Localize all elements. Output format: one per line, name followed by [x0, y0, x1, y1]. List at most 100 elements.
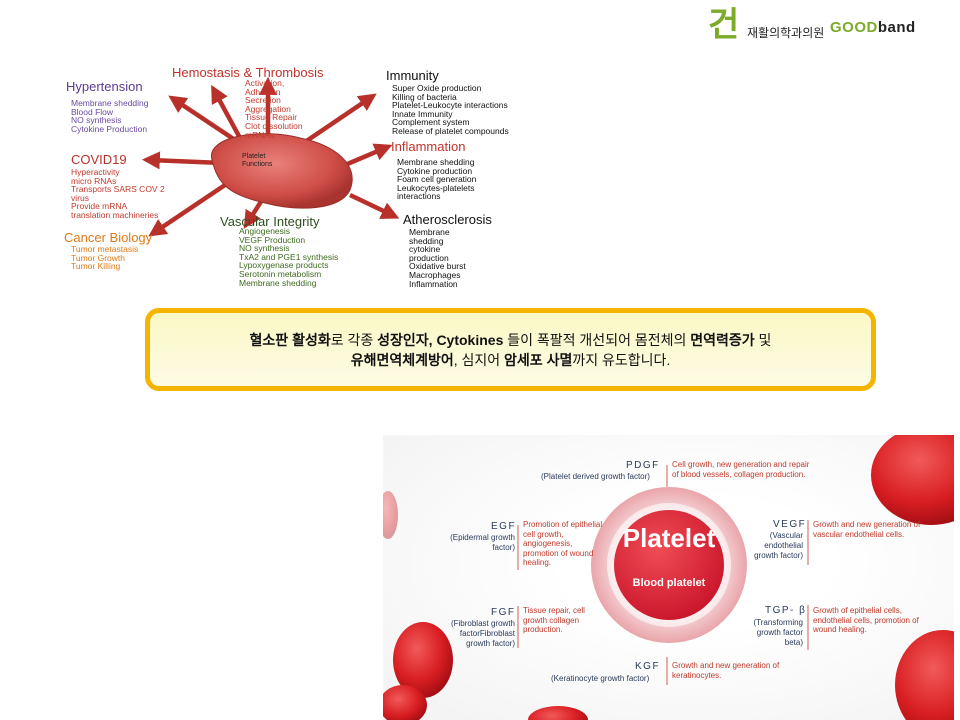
callout-line-1: 혈소판 활성화로 각종 성장인자, Cytokines 들이 폭팔적 개선되어 … — [150, 330, 871, 350]
covid-list: Hyperactivity micro RNAs Transports SARS… — [71, 168, 165, 220]
list-item: Super Oxide production — [392, 83, 482, 93]
red-blood-cell-icon — [383, 491, 398, 539]
list-item: Tissue Repair — [245, 112, 298, 123]
list-item: cytokine — [409, 244, 441, 255]
list-item: Transports SARS COV 2 — [71, 184, 165, 195]
platelet-subtitle: Blood platelet — [632, 577, 706, 589]
callout-phrase: 암세포 사멸 — [504, 352, 573, 368]
desc-line: Cell growth, new generation and repair — [672, 460, 810, 469]
callout-phrase: , 심지어 — [453, 352, 505, 368]
growth-factor-panel: Platelet Blood platelet PDGF (Platelet d… — [383, 435, 954, 720]
desc-line: Growth and new generation of — [672, 661, 780, 670]
callout-phrase: 혈소판 활성화 — [249, 332, 331, 348]
desc-line: keratinocytes. — [672, 670, 722, 680]
arrow-immunity — [303, 93, 377, 144]
fgf-fullname: (Fibroblast growth factorFibroblast grow… — [440, 619, 515, 649]
hypertension-list: Membrane shedding Blood Flow NO synthesi… — [71, 99, 149, 133]
list-item: Killing of bacteria — [392, 91, 457, 102]
list-item: TxA2 and PGE1 synthesis — [239, 251, 339, 262]
egf-name: EGF — [491, 521, 517, 532]
list-item: micro RNAs — [71, 175, 117, 186]
list-item: Membrane — [409, 227, 450, 237]
desc-line: healing. — [523, 558, 552, 567]
vascular-title: Vascular Integrity — [220, 214, 320, 229]
brand-part-band: band — [877, 19, 916, 36]
callout-line-2: 유해면역체계방어, 심지어 암세포 사멸까지 유도합니다. — [150, 350, 871, 370]
sub-line: (Epidermal growth — [450, 533, 515, 542]
clinic-name: 재활의학과의원 — [747, 26, 825, 40]
list-item: Activation, — [245, 78, 285, 88]
vegf-fullname: (Vascular endothelial growth factor) — [733, 531, 803, 561]
hemostasis-list: Activation, Adhesion Secretion Aggregati… — [245, 79, 303, 139]
list-item: Blood Flow — [71, 106, 114, 117]
vegf-description: Growth and new generation of vascular en… — [813, 520, 920, 539]
red-blood-cell-icon — [895, 630, 954, 720]
desc-line: cell growth, — [523, 529, 564, 539]
red-blood-cell-icon — [393, 622, 453, 698]
fgf-description: Tissue repair, cell growth collagen prod… — [523, 606, 585, 635]
sub-line: growth factor) — [466, 639, 515, 648]
list-item: Release of platelet compounds — [392, 125, 509, 136]
list-item: Membrane shedding — [71, 98, 149, 108]
list-item: Lypoxygenase products — [239, 260, 329, 271]
diagram-arrows — [141, 76, 400, 237]
kgf-description: Growth and new generation of keratinocyt… — [672, 661, 779, 680]
cancer-title: Cancer Biology — [64, 230, 153, 245]
list-item: Platelet-Leukocyte interactions — [392, 100, 508, 111]
list-item: shedding — [409, 235, 444, 246]
vascular-list: Angiogenesis VEGF Production NO synthesi… — [239, 227, 338, 287]
platelet-core-icon — [614, 510, 724, 620]
list-item: Tumor Growth — [71, 252, 126, 263]
desc-line: wound healing. — [813, 625, 867, 634]
desc-line: Growth and new generation of — [813, 520, 921, 529]
inflammation-title: Inflammation — [391, 139, 466, 154]
list-item: Tumor metastasis — [71, 244, 139, 254]
desc-line: Promotion of epithelial — [523, 520, 603, 529]
list-item: virus — [71, 192, 89, 203]
list-item: interactions — [397, 191, 441, 202]
list-item: Adhesion — [245, 86, 281, 97]
sub-line: factor) — [492, 543, 515, 552]
callout-phrase: 및 — [754, 332, 772, 348]
list-item: Aggregation — [245, 103, 291, 114]
egf-fullname: (Epidermal growth factor) — [445, 533, 515, 553]
list-item: translation machineries — [71, 209, 159, 220]
kgf-name: KGF — [635, 661, 661, 672]
arrow-atherosclerosis — [349, 192, 400, 219]
kgf-fullname: (Keratinocyte growth factor) — [551, 674, 650, 683]
arrow-inflammation — [344, 143, 393, 168]
red-blood-cell-icon — [383, 685, 427, 720]
sub-line: growth factor — [756, 628, 803, 637]
pdgf-fullname: (Platelet derived growth factor) — [541, 472, 650, 481]
list-item: Complement system — [392, 117, 470, 128]
desc-line: angiogenesis, — [523, 539, 573, 548]
list-item: production — [409, 252, 449, 263]
list-item: Secretion — [245, 95, 281, 106]
desc-line: Tissue repair, cell — [523, 606, 585, 615]
platelet-cell-shape — [211, 133, 353, 209]
list-item: Macrophages — [409, 269, 461, 280]
desc-line: of blood vessels, collagen production. — [672, 469, 806, 479]
atherosclerosis-title: Atherosclerosis — [403, 212, 492, 227]
callout-phrase: 면역력증가 — [690, 332, 755, 348]
sub-line: beta) — [784, 638, 803, 647]
sub-line: endothelial — [764, 541, 803, 550]
tgfb-name: TGP- β — [765, 605, 807, 616]
tgfb-fullname: (Transforming growth factor beta) — [733, 618, 804, 648]
arrow-cancer — [148, 183, 227, 237]
arrow-covid — [141, 151, 223, 170]
desc-line: production. — [523, 625, 563, 634]
list-item: NO synthesis — [71, 115, 122, 126]
list-item: Clot dissolution — [245, 120, 303, 131]
sub-line: (Vascular — [769, 531, 803, 540]
pdgf-description: Cell growth, new generation and repair o… — [672, 460, 809, 479]
red-blood-cell-icon — [528, 706, 588, 720]
fgf-name: FGF — [491, 607, 516, 618]
list-item: VEGF Production — [239, 234, 306, 245]
hemostasis-title: Hemostasis & Thrombosis — [172, 65, 324, 80]
list-item: Cytokine Production — [71, 123, 148, 134]
immunity-list: Super Oxide production Killing of bacter… — [392, 84, 509, 136]
pdgf-name: PDGF — [626, 460, 660, 471]
immunity-title: Immunity — [386, 68, 439, 83]
desc-line: vascular endothelial cells. — [813, 529, 905, 539]
